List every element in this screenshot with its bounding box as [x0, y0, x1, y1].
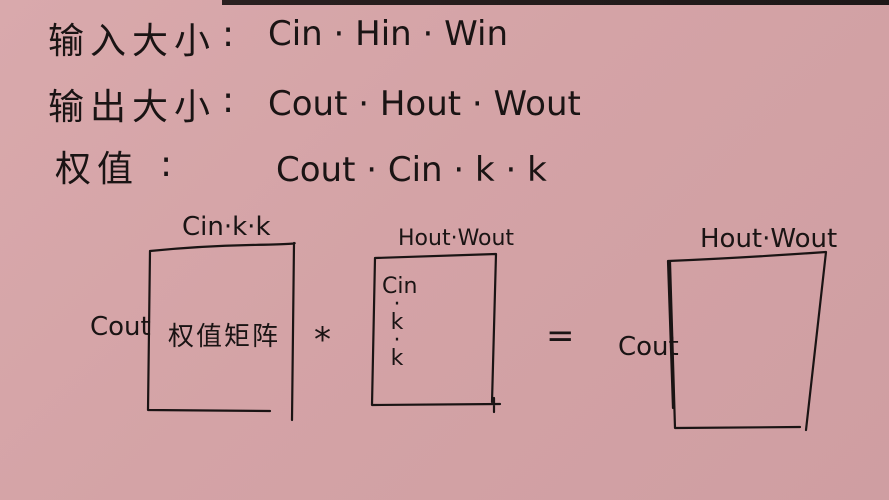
inner-row-k: k: [390, 346, 404, 371]
weight-matrix-inner-label: 权值矩阵: [168, 322, 281, 352]
weights-formula: Cout · Cin · k · k: [276, 150, 547, 190]
input-size-separator: :: [222, 14, 235, 55]
output-size-formula: Cout · Hout · Wout: [268, 84, 581, 124]
photo-top-edge: [0, 0, 889, 5]
inner-row-dot: ·: [393, 292, 401, 317]
weights-label: 权值: [55, 149, 140, 190]
inner-row-cin: Cin: [382, 274, 418, 299]
output-matrix-left-label: Cout: [618, 332, 679, 362]
output-size-separator: :: [222, 80, 235, 121]
input-size-formula: Cin · Hin · Win: [268, 14, 509, 54]
weight-matrix-left-label: Cout: [90, 312, 151, 342]
weight-matrix-outline: [146, 241, 296, 422]
input-matrix-outline: [370, 252, 502, 414]
output-matrix-outline: [666, 250, 828, 432]
weights-separator: :: [160, 144, 173, 185]
inner-row-k: k: [390, 310, 404, 335]
input-matrix-inner-labels: Cin · k · k: [382, 274, 418, 371]
inner-row-dot: ·: [393, 328, 401, 353]
input-matrix-top-label: Hout·Wout: [398, 226, 515, 251]
multiply-symbol: *: [314, 320, 331, 360]
equals-symbol: =: [546, 316, 575, 356]
input-size-label: 输入大小: [48, 21, 217, 62]
output-size-label: 输出大小: [48, 87, 217, 128]
weight-matrix-top-label: Cin·k·k: [182, 212, 271, 242]
output-matrix-top-label: Hout·Wout: [700, 224, 838, 254]
